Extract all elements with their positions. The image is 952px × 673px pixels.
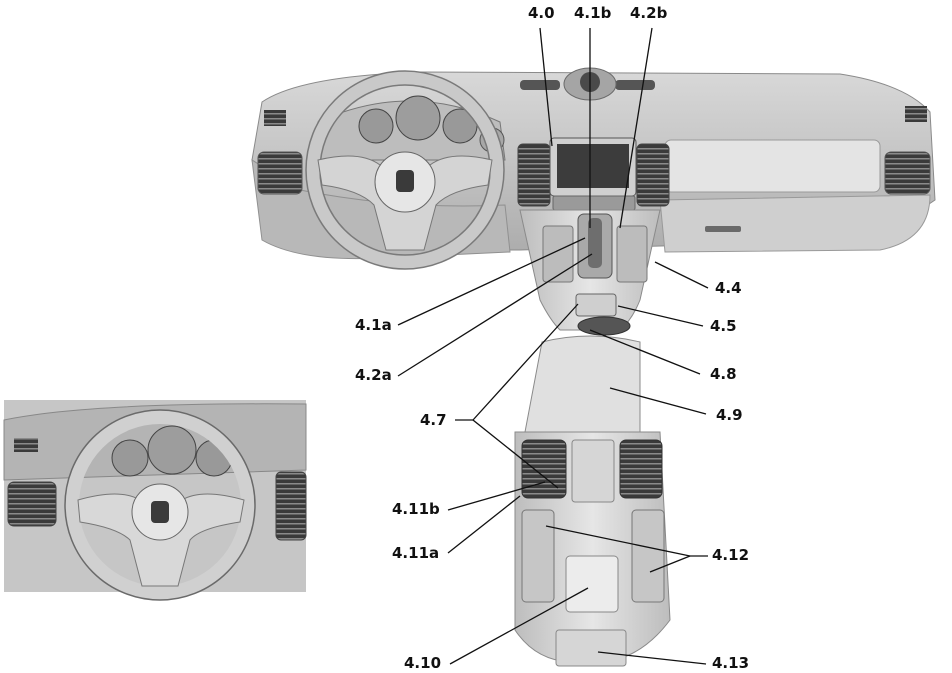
leader-4-5 xyxy=(617,305,704,327)
callout-4-1b: 4.1b xyxy=(574,4,612,22)
steering-wheel-rim-outline xyxy=(305,70,505,270)
defrost-vent-left xyxy=(520,80,560,90)
defrost-vent-right xyxy=(615,80,655,90)
leader-4-8 xyxy=(589,329,701,375)
inset-gauge-center xyxy=(147,425,197,475)
center-vent-left xyxy=(517,143,551,207)
leader-4-12a xyxy=(545,525,691,557)
dash-right-lower xyxy=(659,194,931,253)
leader-4-13 xyxy=(597,651,707,665)
rear-switches-left xyxy=(521,509,555,603)
inset-crest-icon xyxy=(151,501,169,523)
leader-lines xyxy=(397,27,709,665)
inset-wheel-outline xyxy=(64,409,256,601)
leader-4-11b xyxy=(447,481,546,511)
callout-4-11a: 4.11a xyxy=(392,544,440,562)
leader-4-2b xyxy=(619,27,653,229)
console-storage xyxy=(575,293,617,317)
console-buttons-right xyxy=(616,225,648,283)
leader-4-12b xyxy=(649,555,691,573)
rear-climate-panel xyxy=(571,439,615,503)
leader-4-11a xyxy=(447,495,521,554)
armrest xyxy=(524,335,641,438)
inset-gauge-left xyxy=(111,439,149,477)
callout-4-5: 4.5 xyxy=(710,317,737,335)
callout-4-0: 4.0 xyxy=(528,4,555,22)
inset-vent-right xyxy=(275,471,307,541)
center-vent-right xyxy=(636,143,670,207)
inset-view xyxy=(3,400,307,601)
centre-console xyxy=(514,209,671,667)
leader-4-2a xyxy=(397,253,593,377)
center-display xyxy=(557,144,629,188)
outer-vent-left xyxy=(257,151,303,195)
callout-4-4: 4.4 xyxy=(715,279,742,297)
leader-4-10 xyxy=(449,587,589,665)
callout-4-10: 4.10 xyxy=(404,654,442,672)
callout-4-2b: 4.2b xyxy=(630,4,668,22)
leader-4-4 xyxy=(654,261,709,289)
callout-4-1a: 4.1a xyxy=(355,316,392,334)
callout-4-12: 4.12 xyxy=(712,546,750,564)
callout-4-9: 4.9 xyxy=(716,406,743,424)
glovebox-panel xyxy=(664,139,881,193)
console-buttons-left xyxy=(542,225,574,283)
callout-4-2a: 4.2a xyxy=(355,366,392,384)
gear-selector xyxy=(588,218,602,268)
inset-wheel-rim xyxy=(65,410,255,600)
outer-vent-right xyxy=(884,151,931,195)
rear-storage-lid xyxy=(565,555,619,613)
callout-4-13: 4.13 xyxy=(712,654,750,672)
side-vent-top-right xyxy=(905,106,927,122)
leader-4-9 xyxy=(609,387,707,415)
callout-4-8: 4.8 xyxy=(710,365,737,383)
steering-assembly xyxy=(305,70,506,270)
rear-switches-right xyxy=(631,509,665,603)
inset-vent-small xyxy=(14,438,38,452)
glovebox-handle xyxy=(705,226,741,232)
gauge-center xyxy=(395,95,441,141)
leader-4-1a xyxy=(397,237,586,326)
inset-vent-left xyxy=(7,481,57,527)
steering-wheel-rim xyxy=(306,71,504,269)
cup-holder xyxy=(577,316,631,336)
rear-compartment xyxy=(555,629,627,667)
callout-4-7: 4.7 xyxy=(420,411,447,429)
callout-4-11b: 4.11b xyxy=(392,500,440,518)
porsche-crest-icon xyxy=(396,170,414,192)
side-vent-top-left xyxy=(264,110,286,126)
leader-4-0 xyxy=(539,27,553,147)
rear-vent-left xyxy=(521,439,567,499)
gauge-left xyxy=(358,108,394,144)
rear-vent-right xyxy=(619,439,663,499)
